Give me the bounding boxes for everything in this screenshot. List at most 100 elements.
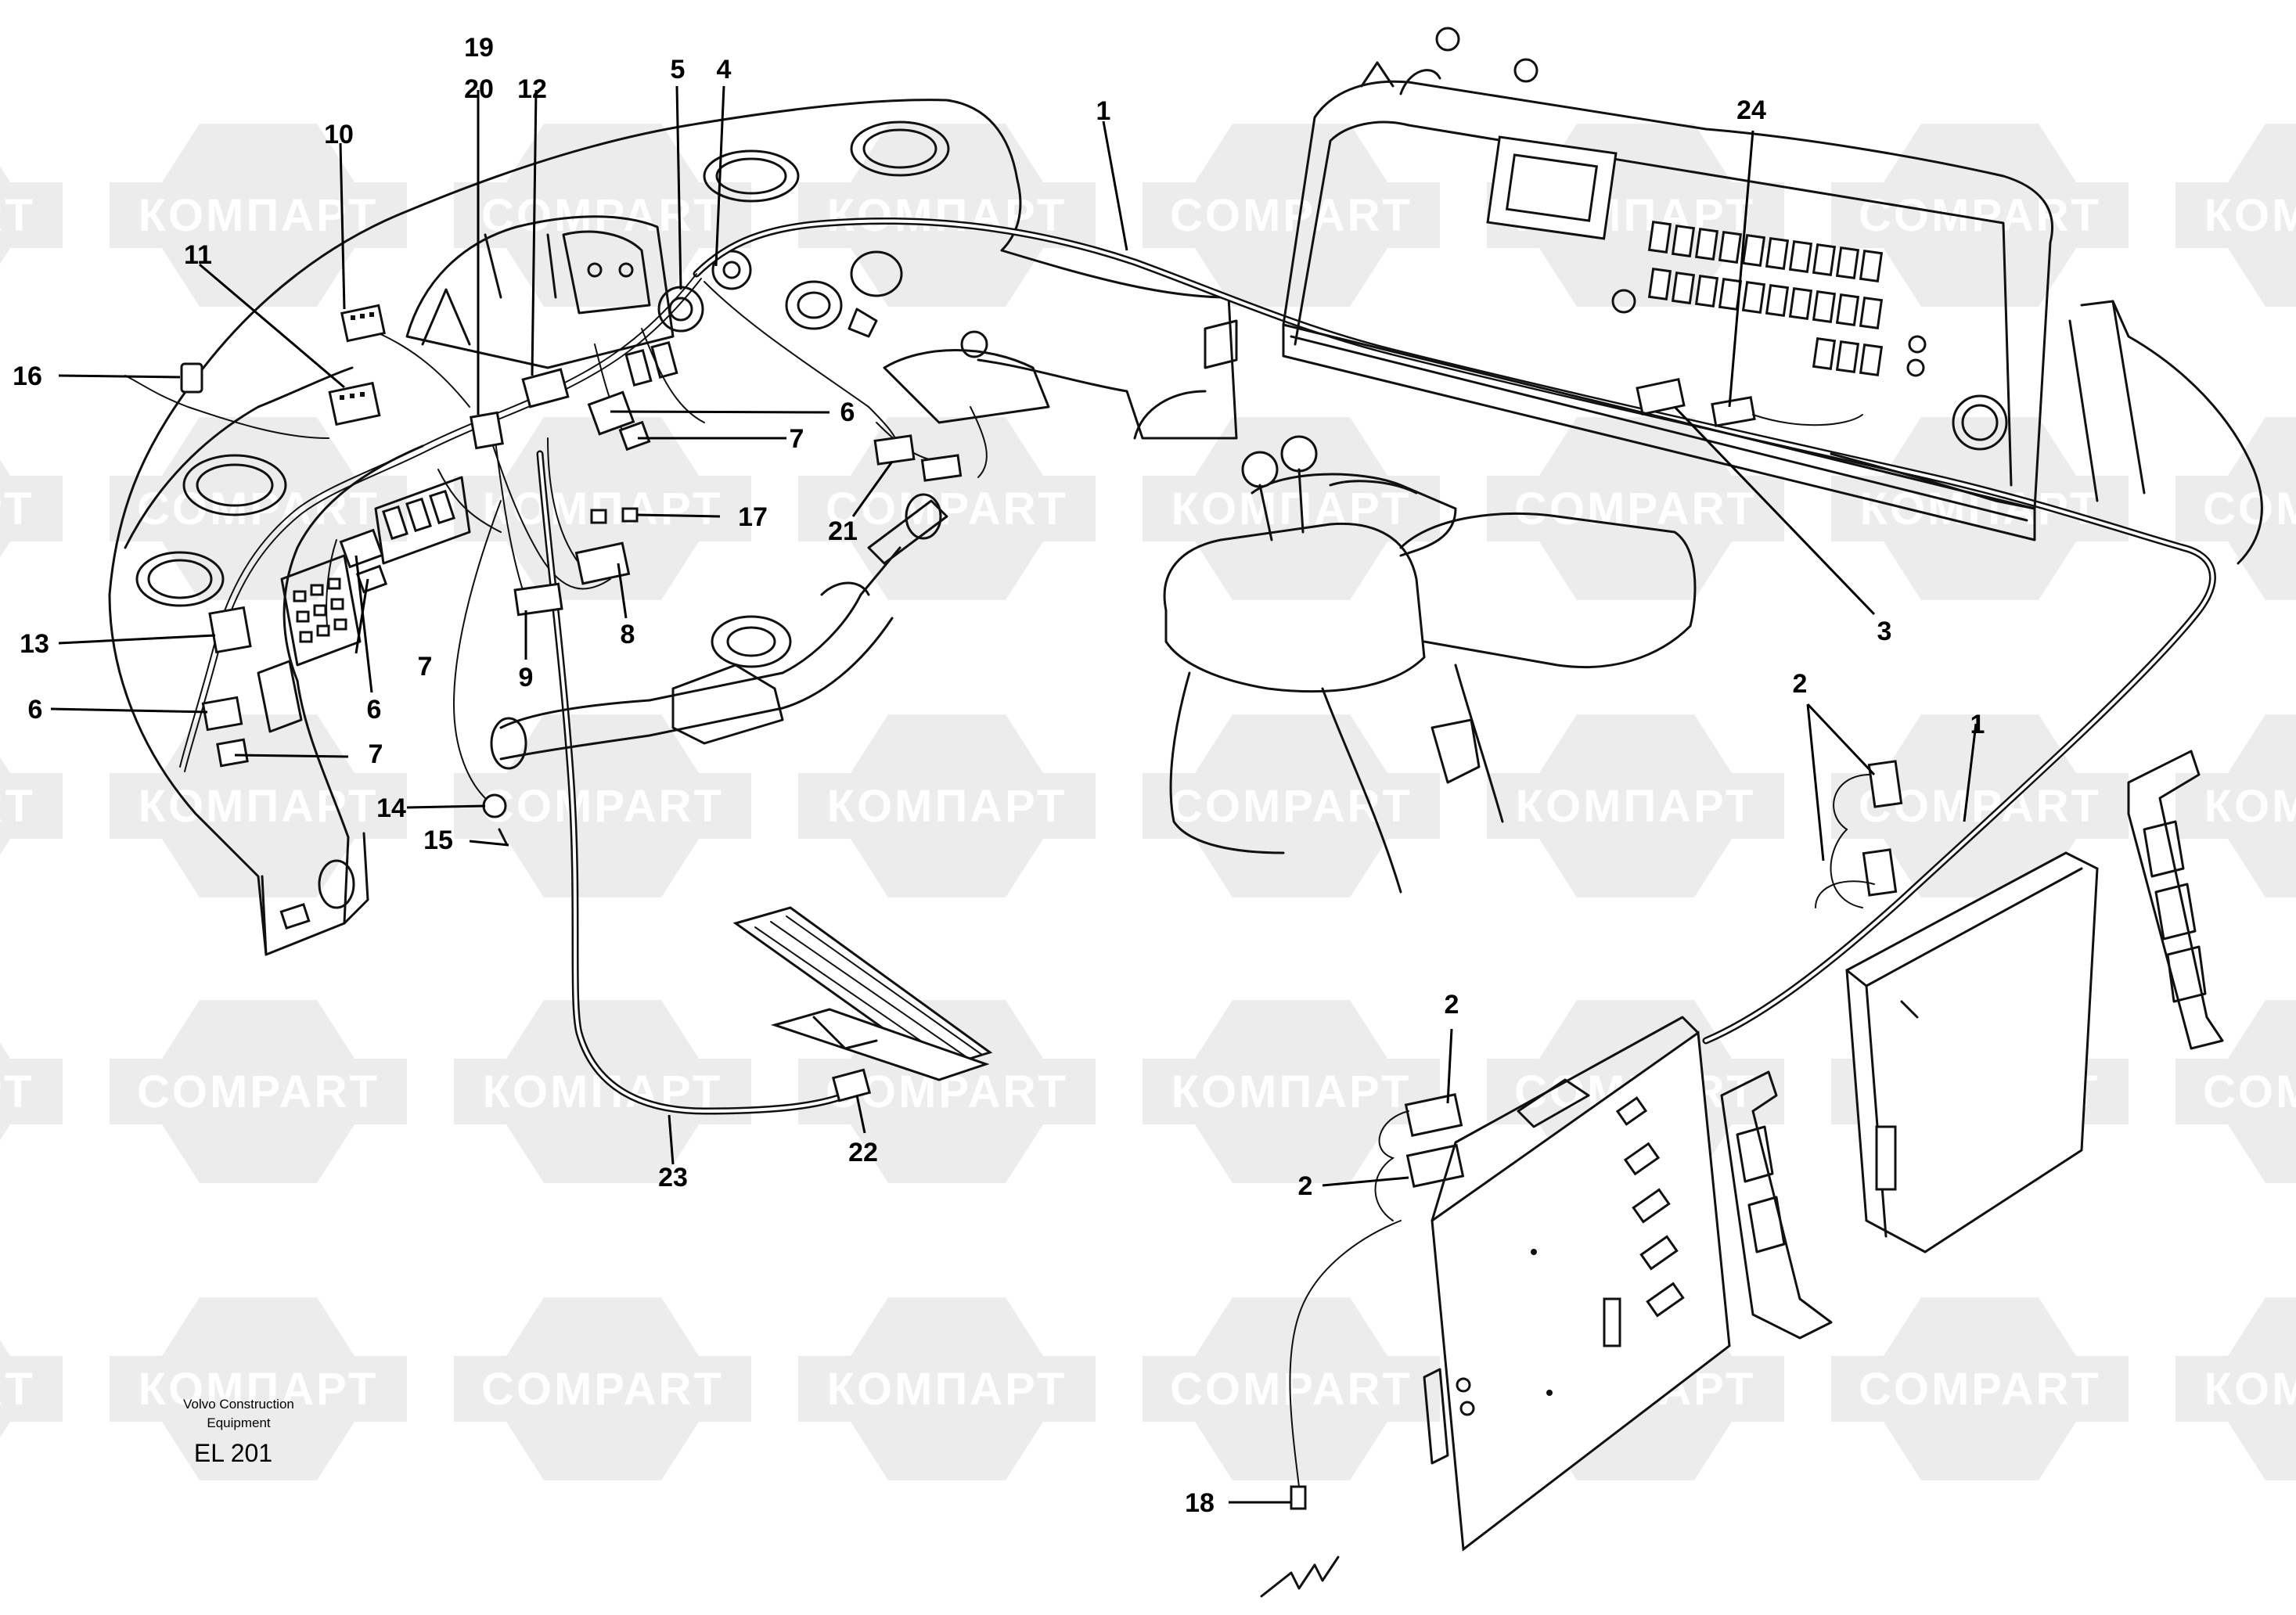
watermark-band: [454, 1356, 751, 1422]
callout-17: 17: [738, 502, 768, 532]
callout-2-upper: 2: [1793, 669, 1808, 699]
watermark-band: [110, 182, 407, 248]
watermark-band: [1831, 182, 2129, 248]
watermark-text: COMPART: [0, 781, 35, 832]
watermark-text: COMPART: [481, 781, 724, 832]
callout-8: 8: [621, 620, 635, 649]
maker-name-line2: Equipment: [207, 1415, 271, 1430]
watermark-text: КОМПАРТ: [1171, 1066, 1412, 1117]
callout-16: 16: [13, 361, 42, 391]
watermark-text: COMPART: [1170, 190, 1413, 241]
callout-24: 24: [1736, 95, 1766, 125]
watermark-text: COMPART: [0, 190, 35, 241]
watermark-band: [110, 1356, 407, 1422]
watermark-text: COMPART: [0, 1364, 35, 1415]
watermark-text: COMPART: [1859, 1364, 2101, 1415]
watermark-text: КОМПАРТ: [1171, 484, 1412, 534]
watermark-text: КОМПАРТ: [139, 190, 379, 241]
callout-14: 14: [376, 793, 406, 823]
callout-6-bottom: 6: [28, 695, 43, 725]
watermark-text: COMPART: [1170, 781, 1413, 832]
callout-13: 13: [20, 629, 49, 659]
title-block: Volvo Construction Equipment EL 201: [183, 1397, 294, 1467]
watermark-text: COMPART: [826, 484, 1068, 534]
left-dashboard: [108, 99, 1238, 956]
switch-grid: [1647, 220, 1884, 377]
callout-1: 1: [1096, 96, 1111, 126]
watermark-band: [110, 773, 407, 839]
watermark-band: [0, 773, 63, 839]
watermark-text: COMPART: [2203, 1066, 2296, 1117]
callout-7-upper: 7: [790, 424, 804, 454]
watermark-text: COMPART: [2203, 484, 2296, 534]
watermark-band: [1487, 476, 1784, 541]
leader-lines: [50, 85, 1978, 1504]
callout-12: 12: [517, 74, 547, 104]
callout-19: 19: [464, 33, 494, 63]
callout-23: 23: [658, 1163, 688, 1192]
callout-20: 20: [464, 74, 494, 104]
watermark-band: [454, 476, 751, 541]
watermark-band: [1143, 1059, 1440, 1124]
mounting-brackets: [1720, 750, 2224, 1340]
main-harness-1: [693, 217, 2216, 1045]
watermark-band: [0, 1356, 63, 1422]
circuit-board: [1423, 1016, 1731, 1552]
watermark-band: [0, 1059, 63, 1124]
watermark-text: КОМПАРТ: [2204, 190, 2296, 241]
watermark-band: [110, 476, 407, 541]
watermark-text: КОМПАРТ: [2204, 1364, 2296, 1415]
watermark-band: [0, 182, 63, 248]
steering-column: [490, 493, 948, 770]
watermark-band: [1831, 1356, 2129, 1422]
overhead-panel: [1282, 27, 2263, 565]
callout-labels: 1 1 2 2 2 3 4 5 6 6 6 7 7 7 8 9 10 11 12…: [13, 33, 1985, 1518]
watermark-text: КОМПАРТ: [2204, 781, 2296, 832]
watermark-band: [110, 1059, 407, 1124]
maker-name-line1: Volvo Construction: [183, 1397, 294, 1412]
callout-9: 9: [519, 663, 534, 692]
watermark-text: КОМПАРТ: [139, 1364, 379, 1415]
watermark-text: КОМПАРТ: [827, 1364, 1067, 1415]
callout-15: 15: [423, 825, 453, 855]
callout-5: 5: [671, 55, 686, 85]
watermark-band: [1143, 182, 1440, 248]
watermark-text: КОМПАРТ: [0, 484, 34, 534]
callout-4: 4: [717, 55, 732, 85]
callout-21: 21: [828, 516, 858, 546]
watermark-band: [2175, 1356, 2296, 1422]
callout-22: 22: [848, 1138, 878, 1167]
watermark-text: COMPART: [137, 1066, 380, 1117]
drawing: 1 1 2 2 2 3 4 5 6 6 6 7 7 7 8 9 10 11 12…: [13, 27, 2263, 1598]
watermark-text: COMPART: [481, 1364, 724, 1415]
callout-7-bottom: 7: [369, 739, 383, 769]
watermark-text: COMPART: [1859, 190, 2101, 241]
watermark-band: [1487, 773, 1784, 839]
accelerator-pedal: [732, 906, 993, 1081]
connectors: [180, 304, 1903, 1598]
control-unit: [1845, 851, 2099, 1254]
watermark-band: [2175, 1059, 2296, 1124]
watermark-band: [798, 1356, 1096, 1422]
watermark-band: [2175, 476, 2296, 541]
callout-2-lower: 2: [1298, 1171, 1313, 1201]
watermark-band: [1143, 773, 1440, 839]
watermark-text: КОМПАРТ: [0, 1066, 34, 1117]
watermark-band: [798, 773, 1096, 839]
callout-3: 3: [1877, 617, 1892, 646]
operator-seat: [1163, 435, 1697, 894]
watermark-band: [2175, 182, 2296, 248]
callout-1-right: 1: [1970, 710, 1985, 739]
watermark-band: [2175, 773, 2296, 839]
watermark-band: [798, 476, 1096, 541]
callout-7-left: 7: [418, 652, 433, 682]
callout-6-upper: 6: [840, 397, 855, 427]
callout-2-middle: 2: [1445, 990, 1459, 1020]
callout-18: 18: [1185, 1488, 1215, 1518]
callout-10: 10: [324, 120, 354, 149]
watermark-band: [0, 476, 63, 541]
watermark-band: [454, 182, 751, 248]
drawing-code: EL 201: [194, 1439, 272, 1467]
